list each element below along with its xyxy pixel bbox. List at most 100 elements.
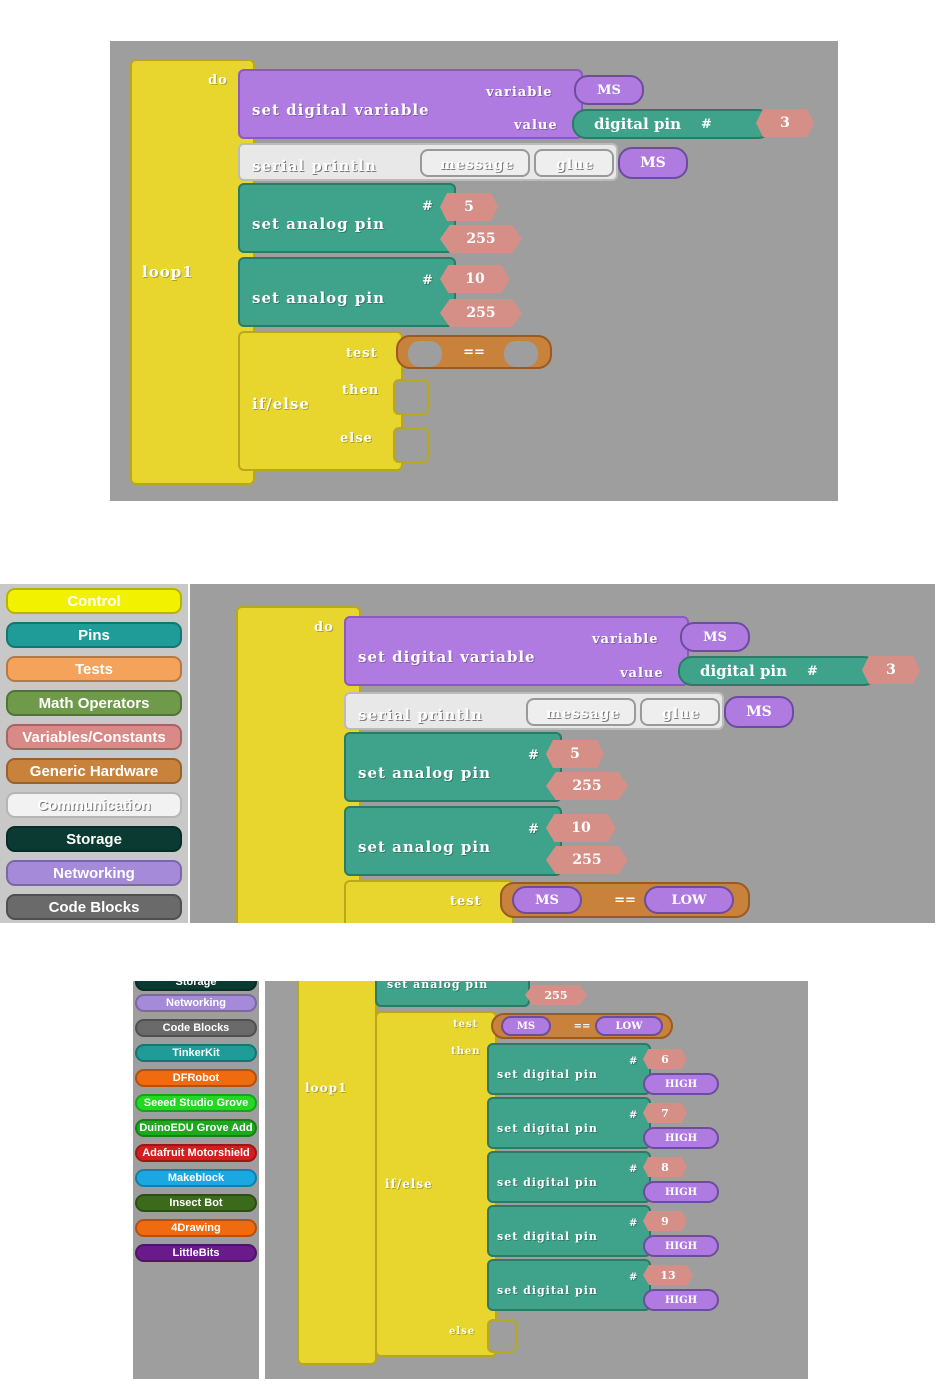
set-digital-pin-label-13: set digital pin: [497, 1284, 598, 1297]
set-analog-pin-block-3[interactable]: [375, 981, 530, 1007]
variable-ms-pill-2[interactable]: MS: [680, 622, 750, 652]
set-digital-variable-block[interactable]: [238, 69, 583, 139]
loop1-block-2[interactable]: [236, 606, 361, 923]
category-variables-constants[interactable]: Variables/Constants: [6, 724, 182, 750]
category-storage-3[interactable]: Storage: [135, 981, 257, 991]
glue-slot[interactable]: [534, 149, 614, 177]
loop1-block-3[interactable]: [297, 981, 377, 1365]
ms-pill-4[interactable]: MS: [501, 1016, 551, 1036]
hash-label-9p: #: [629, 1218, 639, 1229]
workspace-panel-2: do set digital variable variable value M…: [190, 584, 935, 923]
pin-13-value[interactable]: 13: [643, 1265, 693, 1285]
high-pill-6[interactable]: HIGH: [643, 1073, 719, 1095]
digital-pin-label-2: digital pin: [700, 662, 788, 680]
category-insect-bot[interactable]: Insect Bot: [135, 1194, 257, 1212]
value-255[interactable]: 255: [440, 225, 522, 253]
digital-pin-block[interactable]: digital pin #: [572, 109, 772, 139]
else-label-3: else: [449, 1326, 476, 1337]
else-slot-3[interactable]: [487, 1319, 517, 1353]
palette-panel-3: Storage Networking Code Blocks TinkerKit…: [133, 981, 259, 1379]
high-pill-8[interactable]: HIGH: [643, 1181, 719, 1203]
value-255-2[interactable]: 255: [440, 299, 522, 327]
set-analog-pin-label: set analog pin: [252, 215, 385, 233]
category-code-blocks[interactable]: Code Blocks: [6, 894, 182, 920]
set-digital-pin-9-block[interactable]: [487, 1205, 651, 1257]
value-255-5[interactable]: 255: [525, 985, 587, 1005]
low-pill[interactable]: LOW: [644, 886, 734, 914]
category-littlebits[interactable]: LittleBits: [135, 1244, 257, 1262]
pin-9-value[interactable]: 9: [643, 1211, 687, 1231]
category-networking-3[interactable]: Networking: [135, 994, 257, 1012]
category-networking[interactable]: Networking: [6, 860, 182, 886]
set-analog-pin-10-block-2[interactable]: [344, 806, 562, 876]
variable-ms-pill[interactable]: MS: [574, 75, 644, 105]
set-digital-variable-label: set digital variable: [252, 101, 430, 119]
set-analog-pin-5-block-2[interactable]: [344, 732, 562, 802]
ifelse-block-3[interactable]: [375, 1011, 497, 1357]
value-255-3[interactable]: 255: [546, 772, 628, 800]
ms-pill[interactable]: MS: [618, 147, 688, 179]
message-slot-2[interactable]: [526, 698, 636, 726]
category-tests[interactable]: Tests: [6, 656, 182, 682]
category-4drawing[interactable]: 4Drawing: [135, 1219, 257, 1237]
pin-3-value-2[interactable]: 3: [862, 656, 920, 684]
pin-10-value[interactable]: 10: [440, 265, 510, 293]
pin-7-value[interactable]: 7: [643, 1103, 687, 1123]
set-analog-pin-5-block[interactable]: [238, 183, 456, 253]
set-digital-pin-6-block[interactable]: [487, 1043, 651, 1095]
pin-3-value[interactable]: 3: [756, 109, 814, 137]
hash-label-7p: #: [629, 1110, 639, 1121]
set-digital-variable-label-2: set digital variable: [358, 648, 536, 666]
pin-10-value-2[interactable]: 10: [546, 814, 616, 842]
message-slot[interactable]: [420, 149, 530, 177]
do-label: do: [208, 73, 228, 88]
ms-pill-3[interactable]: MS: [512, 886, 582, 914]
equals-right-slot[interactable]: [504, 341, 538, 367]
ms-pill-2[interactable]: MS: [724, 696, 794, 728]
category-communication[interactable]: Communication: [6, 792, 182, 818]
category-pins[interactable]: Pins: [6, 622, 182, 648]
low-pill-2[interactable]: LOW: [595, 1016, 663, 1036]
high-pill-13[interactable]: HIGH: [643, 1289, 719, 1311]
then-slot[interactable]: [393, 379, 429, 415]
loop1-block[interactable]: [130, 59, 255, 485]
set-digital-pin-label-9: set digital pin: [497, 1230, 598, 1243]
set-digital-pin-7-block[interactable]: [487, 1097, 651, 1149]
equals-left-slot[interactable]: [408, 341, 442, 367]
pin-8-value[interactable]: 8: [643, 1157, 687, 1177]
loop1-label-3: loop1: [305, 1081, 348, 1095]
pin-6-value[interactable]: 6: [643, 1049, 687, 1069]
pin-5-value-2[interactable]: 5: [546, 740, 604, 768]
value-255-4[interactable]: 255: [546, 846, 628, 874]
set-digital-variable-block-2[interactable]: [344, 616, 689, 686]
high-pill-9[interactable]: HIGH: [643, 1235, 719, 1257]
hash-label-6: #: [528, 822, 540, 837]
category-seeed-studio-grove[interactable]: Seeed Studio Grove: [135, 1094, 257, 1112]
set-analog-pin-label-3: set analog pin: [358, 764, 491, 782]
digital-pin-block-2[interactable]: digital pin #: [678, 656, 878, 686]
glue-slot-2[interactable]: [640, 698, 720, 726]
set-digital-pin-13-block[interactable]: [487, 1259, 651, 1311]
category-code-blocks-3[interactable]: Code Blocks: [135, 1019, 257, 1037]
category-math-operators[interactable]: Math Operators: [6, 690, 182, 716]
message-label: message: [440, 157, 515, 173]
set-analog-pin-10-block[interactable]: [238, 257, 456, 327]
category-generic-hardware[interactable]: Generic Hardware: [6, 758, 182, 784]
category-control[interactable]: Control: [6, 588, 182, 614]
ifelse-block-2[interactable]: [344, 880, 514, 923]
ifelse-block[interactable]: [238, 331, 403, 471]
hash-label-5: #: [528, 748, 540, 763]
category-duinoedu-grove-add[interactable]: DuinoEDU Grove Add: [135, 1119, 257, 1137]
variable-label-2: variable: [592, 632, 659, 647]
equals-label: ==: [463, 344, 485, 360]
category-storage[interactable]: Storage: [6, 826, 182, 852]
category-tinkerkit[interactable]: TinkerKit: [135, 1044, 257, 1062]
workspace-panel-1: loop1 do set digital variable variable v…: [110, 41, 838, 501]
set-digital-pin-8-block[interactable]: [487, 1151, 651, 1203]
else-slot[interactable]: [393, 427, 429, 463]
category-dfrobot[interactable]: DFRobot: [135, 1069, 257, 1087]
category-makeblock[interactable]: Makeblock: [135, 1169, 257, 1187]
high-pill-7[interactable]: HIGH: [643, 1127, 719, 1149]
category-adafruit-motorshield[interactable]: Adafruit Motorshield: [135, 1144, 257, 1162]
pin-5-value[interactable]: 5: [440, 193, 498, 221]
